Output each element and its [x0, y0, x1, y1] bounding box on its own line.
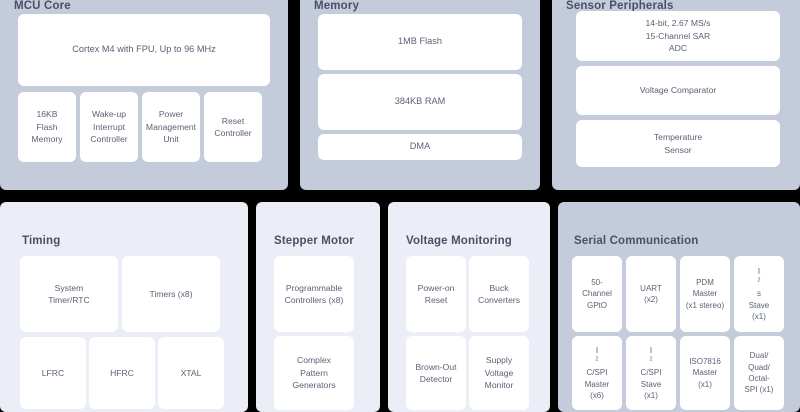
block-iso7816-master: ISO7816 Master (x1)	[680, 336, 730, 410]
block-temperature-sensor: Temperature Sensor	[576, 120, 780, 167]
block-timers: Timers (x8)	[122, 256, 220, 332]
panel-title-serial-communication: Serial Communication	[574, 235, 699, 247]
block-reset-controller: Reset Controller	[204, 92, 262, 162]
block-supply-voltage-monitor: Supply Voltage Monitor	[469, 336, 529, 410]
block-ram: 384KB RAM	[318, 74, 522, 130]
panel-memory: Memory 1MB Flash 384KB RAM DMA	[300, 0, 540, 190]
panel-title-sensor-peripherals: Sensor Peripherals	[566, 0, 674, 12]
panel-timing: Timing System Timer/RTC Timers (x8) LFRC…	[0, 202, 248, 412]
block-wake-up-interrupt-controller: Wake-up Interrupt Controller	[80, 92, 138, 162]
panel-sensor-peripherals: Sensor Peripherals 14-bit, 2.67 MS/s 15-…	[552, 0, 800, 190]
panel-title-voltage-monitoring: Voltage Monitoring	[406, 235, 512, 247]
block-flash: 1MB Flash	[318, 14, 522, 70]
panel-voltage-monitoring: Voltage Monitoring Power-on Reset Buck C…	[388, 202, 550, 412]
panel-mcu-core: MCU Core Cortex M4 with FPU, Up to 96 MH…	[0, 0, 288, 190]
block-brown-out-detector: Brown-Out Detector	[406, 336, 466, 410]
block-buck-converters: Buck Converters	[469, 256, 529, 332]
block-lfrc: LFRC	[20, 337, 86, 409]
block-dma: DMA	[318, 134, 522, 160]
block-cortex-m4: Cortex M4 with FPU, Up to 96 MHz	[18, 14, 270, 86]
block-adc: 14-bit, 2.67 MS/s 15-Channel SAR ADC	[576, 11, 780, 61]
block-flash-memory: 16KB Flash Memory	[18, 92, 76, 162]
panel-stepper-motor: Stepper Motor Programmable Controllers (…	[256, 202, 380, 412]
block-power-on-reset: Power-on Reset	[406, 256, 466, 332]
block-power-management-unit: Power Management Unit	[142, 92, 200, 162]
block-system-timer-rtc: System Timer/RTC	[20, 256, 118, 332]
block-gpio: 50- Channel GPtO	[572, 256, 622, 332]
block-uart: UART (x2)	[626, 256, 676, 332]
panel-serial-communication: Serial Communication 50- Channel GPtO UA…	[558, 202, 800, 412]
panel-title-timing: Timing	[22, 235, 61, 247]
block-pdm-master: PDM Master (x1 stereo)	[680, 256, 730, 332]
block-dual-quad-octal-spi: Dual/ Quad/ Octal- SPI (x1)	[734, 336, 784, 410]
block-programmable-controllers: Programmable Controllers (x8)	[274, 256, 354, 332]
panel-title-stepper-motor: Stepper Motor	[274, 235, 354, 247]
block-voltage-comparator: Voltage Comparator	[576, 66, 780, 115]
panel-title-mcu-core: MCU Core	[14, 0, 71, 12]
block-xtal: XTAL	[158, 337, 224, 409]
panel-title-memory: Memory	[314, 0, 359, 12]
block-hfrc: HFRC	[89, 337, 155, 409]
block-complex-pattern-generators: Complex Pattern Generators	[274, 336, 354, 410]
